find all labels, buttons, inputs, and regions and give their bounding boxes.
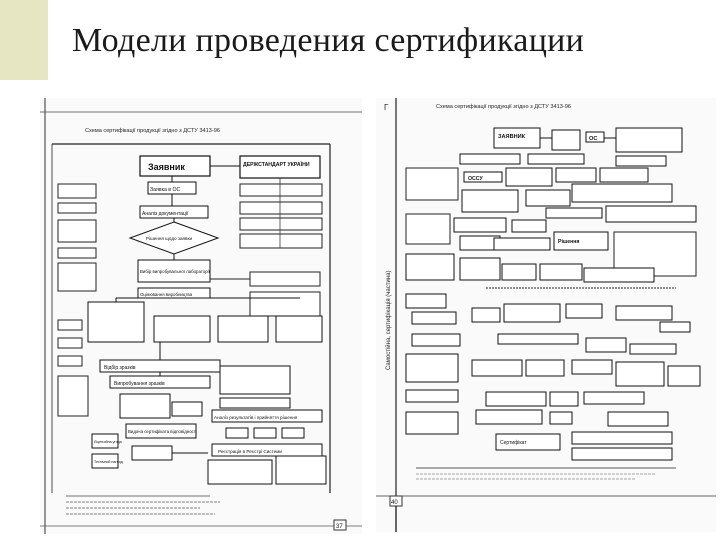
right-scan-heading: Схема сертифікації продукції згідно з ДС… — [436, 104, 571, 110]
left-box-testing: Випробування зразків — [114, 381, 165, 387]
right-box-decision: Рішення — [558, 239, 579, 245]
left-box-request: Заявка в ОС — [150, 187, 181, 193]
right-box-ssu: ОССУ — [468, 176, 483, 182]
left-box-analysis-results: Аналіз результатів і прийняття рішення — [214, 414, 298, 420]
left-scan-heading: Схема сертифікації продукції згідно з ДС… — [85, 128, 220, 134]
left-box-inspection: Технічний нагляд — [94, 460, 124, 464]
right-scan-image: Г Схема сертифікації продукції згідно з … — [376, 98, 716, 532]
left-box-license: Ліцензійна угода — [94, 440, 122, 444]
left-box-evaluation: Оцінювання виробництва — [140, 292, 193, 297]
left-box-selection: Відбір зразків — [104, 365, 136, 371]
left-box-standard: ДЕРЖСТАНДАРТ УКРАЇНИ — [243, 161, 310, 168]
right-side-label: Самостійна, сертифікація (частина) — [385, 270, 392, 370]
left-box-certificate: Видача сертифіката відповідності — [128, 429, 197, 434]
left-page-number: 37 — [336, 524, 343, 530]
right-page-number: 40 — [391, 500, 398, 506]
left-box-registry: Реєстрація в Реєстрі Системи — [218, 449, 282, 454]
title-accent-block — [0, 0, 48, 80]
left-box-test-lab: Вибір випробувальної лабораторії — [140, 269, 211, 274]
left-box-analysis: Аналіз документації — [142, 211, 189, 217]
right-box-os: ОС — [589, 136, 597, 142]
left-box-decision: Рішення щодо заявки — [146, 236, 192, 241]
slide-title: Модели проведения сертификации — [72, 22, 585, 59]
right-box-applicant: ЗАЯВНИК — [498, 134, 526, 140]
right-corner-mark: Г — [384, 103, 389, 112]
left-box-applicant: Заявник — [148, 162, 185, 172]
right-box-certificate: Сертифікат — [500, 440, 527, 446]
left-scan-image: Схема сертифікації продукції згідно з ДС… — [40, 98, 362, 534]
